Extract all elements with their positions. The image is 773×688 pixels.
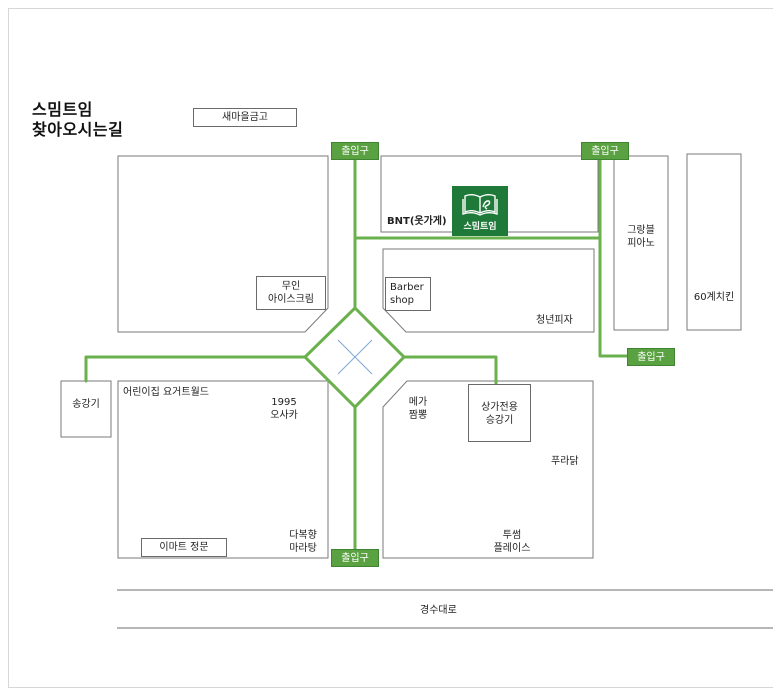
entrance-bottom[interactable]: 출입구	[331, 549, 379, 567]
map-title-line1: 스밈트임	[32, 100, 93, 119]
dabokhyang-label-1: 다복향	[289, 530, 317, 541]
map-title-line2: 찾아오시는길	[32, 120, 124, 139]
chicken-label: 60계치킨	[693, 292, 735, 303]
building-grand-piano	[613, 155, 669, 331]
building-northwest	[117, 155, 329, 333]
entrance-right[interactable]: 출입구	[627, 348, 675, 366]
entrance-top-right[interactable]: 출입구	[581, 142, 629, 160]
building-southwest	[117, 380, 329, 559]
tousom-label-2: 플레이스	[493, 543, 531, 554]
entrance-top-left[interactable]: 출입구	[331, 142, 379, 160]
osaka-label-2: 오사카	[270, 410, 298, 421]
path-west	[84, 355, 307, 383]
logo-name: 스밈트임	[463, 222, 497, 232]
map-canvas	[60, 153, 773, 629]
building-chicken	[686, 153, 742, 331]
sangga-label-1: 상가전용	[481, 402, 518, 413]
kids-yogurt-label: 어린이집 요거트월드	[123, 387, 209, 398]
map-stage: 스밈트임 찾아오시는길 새마을금고 출입구 출입구 출입구 출입구 BNT(옷가…	[8, 8, 773, 688]
pizza-label: 청년피자	[536, 315, 573, 326]
smimteuim-logo[interactable]: 스밈트임	[452, 186, 508, 236]
saemaeul-bank-label: 새마을금고	[193, 108, 297, 127]
plaza-cross-b	[337, 339, 373, 375]
grand-piano-label-1: 그랑블	[627, 225, 655, 236]
road-label: 경수대로	[420, 605, 457, 616]
building-north-center	[380, 155, 599, 233]
bnt-store-label: BNT(옷가게)	[387, 216, 447, 227]
mega-label-1: 메가	[408, 397, 428, 408]
book-icon	[462, 194, 498, 216]
osaka-label-1: 1995	[271, 397, 297, 408]
path-east	[402, 355, 498, 386]
mega-label-2: 짬뽕	[408, 410, 428, 421]
dabokhyang-label-2: 마라탕	[289, 543, 317, 554]
muin-icecream-box: 무인 아이스크림	[256, 276, 326, 310]
path-right-entrance	[598, 236, 630, 358]
building-southeast	[382, 380, 594, 559]
grand-piano-label-2: 피아노	[627, 238, 655, 249]
puradak-label: 푸라닭	[551, 456, 579, 467]
barber-shop-box: Barber shop	[385, 277, 431, 311]
muin-label-1: 무인	[281, 281, 301, 292]
barber-label-2: shop	[390, 295, 415, 306]
path-top-left-entrance	[353, 156, 602, 240]
tousom-label-1: 투썸	[502, 530, 522, 541]
building-pizza	[382, 248, 595, 333]
emart-gate-label: 이마트 정문	[141, 538, 227, 557]
muin-label-2: 아이스크림	[268, 294, 314, 305]
barber-label-1: Barber	[390, 282, 424, 293]
sangga-label-2: 승강기	[485, 415, 514, 426]
left-elevator-label: 송강기	[72, 399, 100, 410]
building-elevator-box: 상가전용 승강기	[468, 384, 531, 442]
